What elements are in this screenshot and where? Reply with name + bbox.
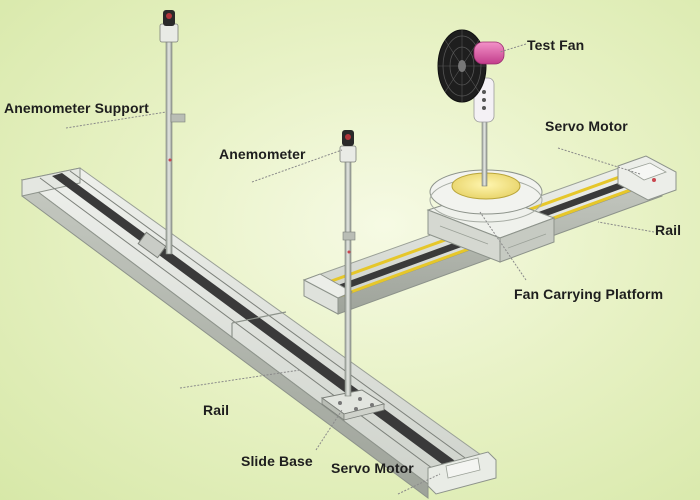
test-fan <box>437 29 505 187</box>
label-rail-left: Rail <box>203 402 230 418</box>
label-servo-motor-bottom: Servo Motor <box>331 460 414 476</box>
leader-lines <box>65 43 655 495</box>
label-anemometer-support: Anemometer Support <box>4 100 149 116</box>
left-rail <box>20 167 497 499</box>
label-test-fan: Test Fan <box>527 37 585 53</box>
fan-carrying-platform <box>426 169 556 263</box>
anemometer-support <box>159 10 186 255</box>
label-servo-motor-top: Servo Motor <box>545 118 628 134</box>
label-rail-right: Rail <box>655 222 682 238</box>
label-anemometer: Anemometer <box>219 146 306 162</box>
anemometer <box>339 130 357 397</box>
label-fan-carrying-platform: Fan Carrying Platform <box>514 286 664 302</box>
label-slide-base: Slide Base <box>241 453 313 469</box>
